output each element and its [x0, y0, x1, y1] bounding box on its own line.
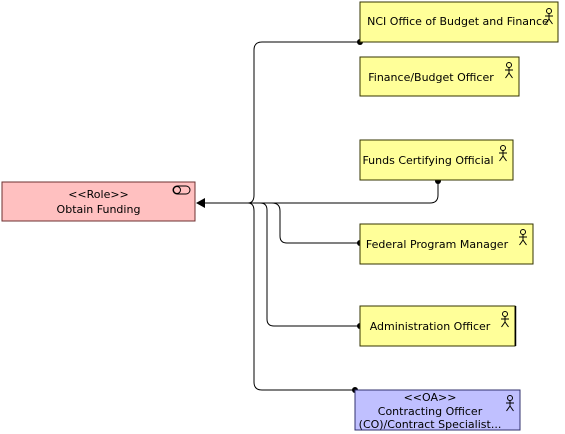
connector-contracting-officer[interactable]	[247, 202, 355, 391]
role-name: Obtain Funding	[57, 203, 141, 216]
actor-node-federal-program-manager[interactable]: Federal Program Manager	[359, 223, 534, 265]
actor-node-administration-officer[interactable]: Administration Officer	[359, 305, 517, 347]
oa-name-line1: Contracting Officer	[378, 405, 483, 418]
oa-node-contracting-officer[interactable]: <<OA>> Contracting Officer (CO)/Contract…	[354, 389, 521, 431]
connector-administration-officer[interactable]	[259, 202, 360, 327]
connector-nci-office[interactable]	[247, 41, 360, 204]
actor-node-funds-certifying-official[interactable]: Funds Certifying Official	[359, 139, 514, 181]
actor-name: NCI Office of Budget and Finance	[367, 15, 549, 28]
arrowhead	[196, 198, 205, 208]
actor-node-finance-budget-officer[interactable]: Finance/Budget Officer	[359, 56, 520, 97]
actor-node-nci-office[interactable]: NCI Office of Budget and Finance	[359, 1, 559, 43]
actor-name: Funds Certifying Official	[362, 154, 493, 167]
actor-icon	[519, 229, 527, 246]
oa-name-line2: (CO)/Contract Specialist...	[359, 418, 502, 431]
actor-icon	[505, 62, 513, 79]
actor-icon	[499, 145, 507, 162]
actor-icon	[545, 8, 553, 25]
actor-icon	[506, 395, 514, 412]
connector-federal-program-manager[interactable]	[271, 202, 360, 244]
toggle-icon-knob	[173, 186, 181, 194]
actor-name: Administration Officer	[370, 320, 491, 333]
role-stereotype: <<Role>>	[68, 188, 129, 201]
actor-name: Finance/Budget Officer	[368, 71, 494, 84]
actor-name: Federal Program Manager	[366, 238, 509, 251]
role-node-obtain-funding[interactable]: <<Role>> Obtain Funding	[1, 181, 196, 222]
oa-stereotype: <<OA>>	[404, 391, 457, 404]
connector-funds-certifying[interactable]	[248, 181, 439, 204]
actor-icon	[501, 311, 509, 328]
